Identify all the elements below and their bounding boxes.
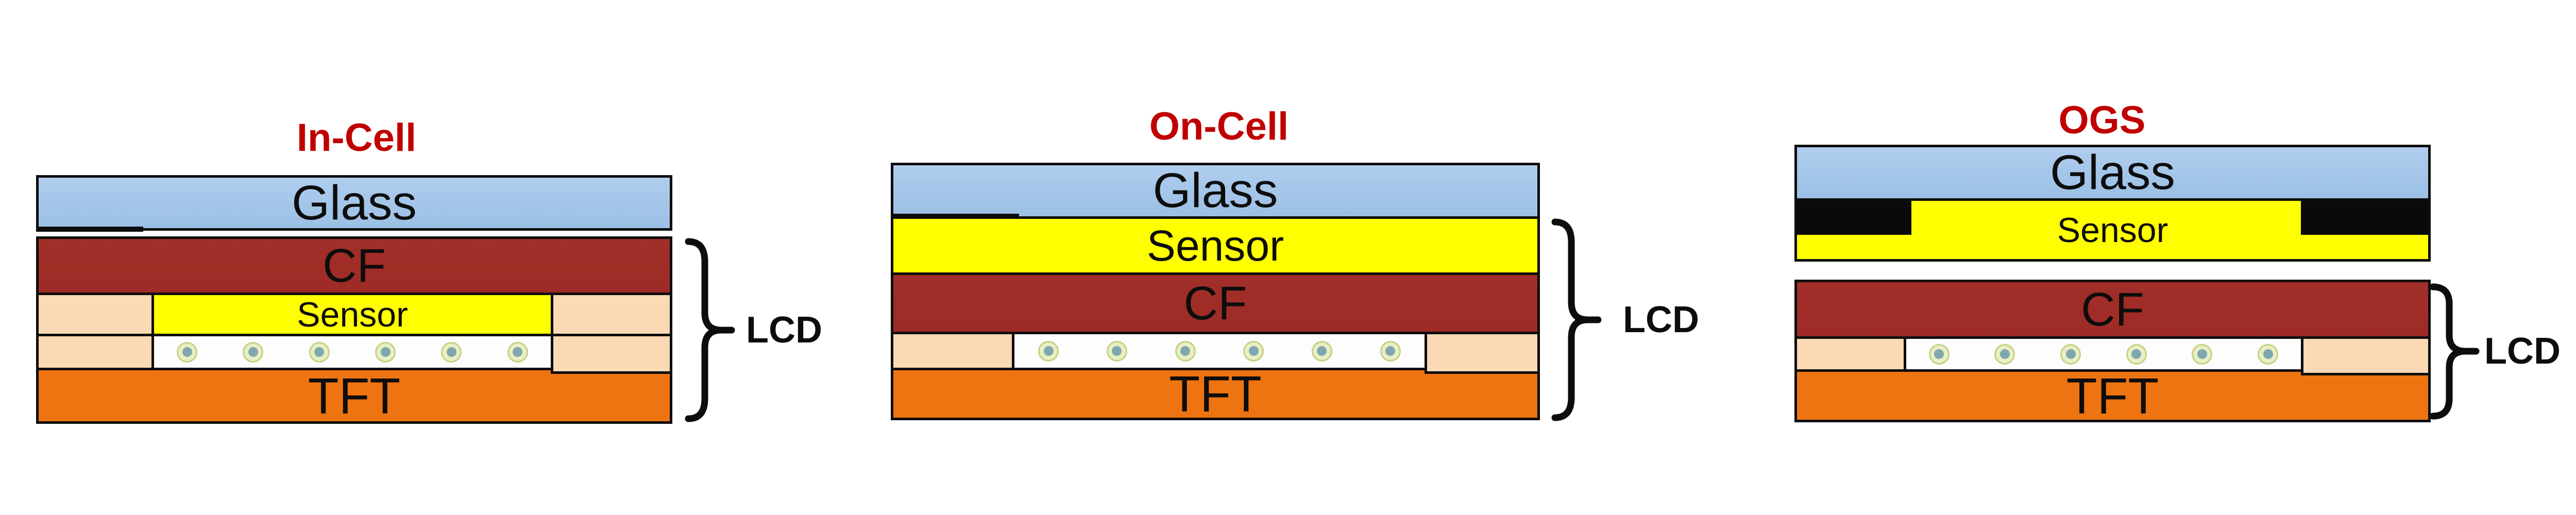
glass-layer-label: Glass [292, 175, 417, 230]
cf-layer: CF [36, 236, 672, 295]
liquid-crystal-dot-core [1180, 346, 1191, 356]
liquid-crystal-dot [441, 341, 462, 363]
liquid-crystal-dot [177, 341, 198, 363]
liquid-crystal-dot-core [2131, 349, 2142, 359]
glass-edge-mark [36, 227, 143, 232]
black-mask-block-left [1797, 201, 1911, 235]
sensor-layer: Sensor [1794, 198, 2431, 262]
liquid-crystal-dot [1038, 340, 1059, 362]
cf-layer-label: CF [2081, 283, 2144, 336]
liquid-crystal-dot-core [2065, 349, 2076, 359]
liquid-crystal-dot [1106, 340, 1127, 362]
spacer-block-left [39, 295, 154, 334]
liquid-crystal-dot-core [2263, 349, 2273, 359]
sensor-row: Sensor [36, 293, 672, 336]
diagram-title-in-cell: In-Cell [296, 116, 417, 160]
sensor-layer-label: Sensor [1146, 221, 1284, 270]
liquid-crystal-dot-core [1934, 349, 1944, 359]
cf-layer: CF [891, 272, 1540, 334]
lcd-bracket [1551, 218, 1602, 421]
spacer-block-left [39, 336, 154, 368]
liquid-crystal-dot-core [1999, 349, 2010, 359]
cf-layer-label: CF [1183, 277, 1247, 330]
glass-edge-mark [891, 214, 1019, 219]
sensor-layer: Sensor [891, 216, 1540, 275]
liquid-crystal-layer [154, 336, 551, 368]
liquid-crystal-dot [2126, 344, 2147, 365]
lcd-label: LCD [2484, 331, 2561, 372]
liquid-crystal-dot-core [2197, 349, 2207, 359]
liquid-crystal-dot [507, 341, 528, 363]
glass-layer: Glass [1794, 145, 2431, 201]
tft-layer: TFT [891, 368, 1540, 420]
liquid-crystal-dot-core [1112, 346, 1122, 356]
diagram-title-ogs: OGS [2058, 98, 2146, 142]
tft-layer: TFT [36, 368, 672, 424]
liquid-crystal-layer [1906, 339, 2301, 369]
spacer-block-right [2301, 339, 2428, 375]
cf-layer-label: CF [323, 239, 386, 292]
liquid-crystal-dot [1175, 340, 1196, 362]
lcd-label: LCD [746, 310, 822, 351]
liquid-crystal-dot [1994, 344, 2015, 365]
spacer-block-right [1425, 334, 1537, 374]
tft-layer-label: TFT [1169, 366, 1262, 422]
liquid-crystal-dot [309, 341, 330, 363]
liquid-crystal-dot [1243, 340, 1264, 362]
sensor-layer-label: Sensor [297, 295, 408, 334]
black-mask-block-right [2301, 201, 2428, 235]
spacer-block-left [1797, 339, 1906, 369]
liquid-crystal-layer [1014, 334, 1425, 368]
spacer-block-right [551, 336, 670, 374]
lcd-bracket [685, 238, 735, 422]
glass-layer: Glass [891, 163, 1540, 219]
liquid-crystal-dot [2258, 344, 2279, 365]
tft-layer: TFT [1794, 369, 2431, 422]
glass-layer-label: Glass [1153, 163, 1278, 218]
glass-layer-label: Glass [2050, 145, 2175, 200]
liquid-crystal-dot-core [380, 347, 391, 357]
tft-layer-label: TFT [308, 367, 401, 424]
liquid-crystal-dot [2060, 344, 2081, 365]
spacer-block-right [551, 295, 670, 334]
liquid-crystal-row [1794, 336, 2431, 375]
sensor-layer: Sensor [154, 295, 551, 334]
tft-layer-label: TFT [2066, 367, 2159, 424]
liquid-crystal-dot-core [248, 347, 258, 357]
liquid-crystal-dot-core [1317, 346, 1327, 356]
cf-layer: CF [1794, 280, 2431, 339]
liquid-crystal-row [891, 332, 1540, 374]
spacer-block-left [893, 334, 1014, 368]
liquid-crystal-dot [1311, 340, 1332, 362]
lcd-bracket [2429, 283, 2480, 420]
liquid-crystal-dot-core [1043, 346, 1054, 356]
liquid-crystal-dot [2192, 344, 2213, 365]
liquid-crystal-dot-core [513, 347, 523, 357]
lcd-label: LCD [1623, 299, 1699, 340]
liquid-crystal-dot-core [182, 347, 192, 357]
liquid-crystal-dot [1928, 344, 1950, 365]
glass-layer: Glass [36, 175, 672, 231]
liquid-crystal-dot-core [446, 347, 456, 357]
liquid-crystal-dot [243, 341, 264, 363]
sensor-layer-label: Sensor [2057, 210, 2168, 250]
liquid-crystal-dot [375, 341, 396, 363]
liquid-crystal-dot-core [314, 347, 325, 357]
liquid-crystal-row [36, 334, 672, 374]
diagram-title-on-cell: On-Cell [1149, 105, 1289, 148]
liquid-crystal-dot [1380, 340, 1401, 362]
liquid-crystal-dot-core [1248, 346, 1259, 356]
liquid-crystal-dot-core [1385, 346, 1396, 356]
